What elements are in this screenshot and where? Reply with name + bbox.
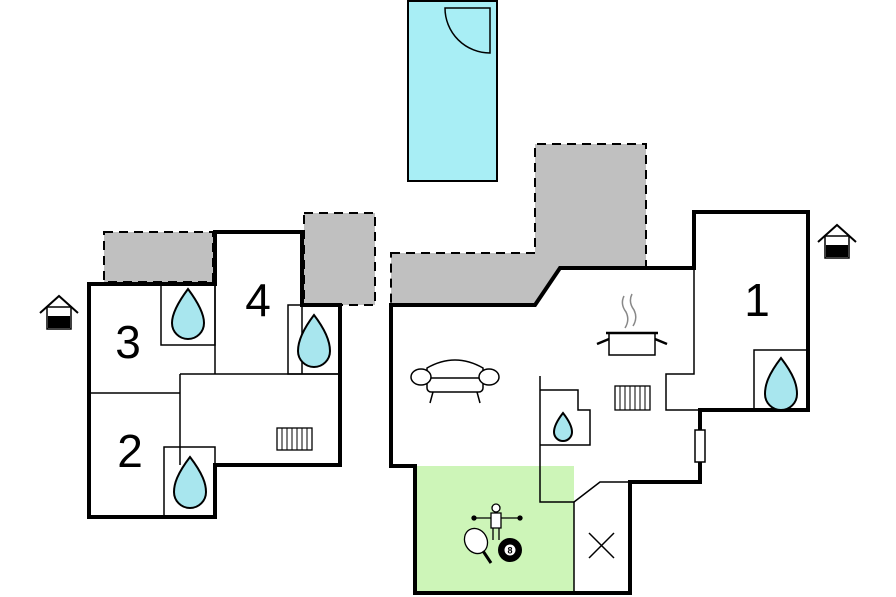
entrance-icon	[817, 223, 857, 259]
radiator-icon	[276, 427, 313, 451]
bathroom-icon	[552, 411, 574, 442]
right-building	[389, 210, 810, 595]
billiard-icon: 8	[498, 538, 522, 562]
bathroom-icon	[763, 356, 799, 411]
bathroom-icon	[170, 287, 206, 340]
bathroom-icon	[172, 455, 208, 509]
room-number-4: 4	[245, 274, 271, 326]
bathroom-icon	[296, 313, 332, 368]
sofa-icon	[410, 359, 500, 404]
terrace-left-right	[303, 212, 376, 306]
radiator-icon	[614, 385, 651, 411]
door-marker	[694, 429, 706, 463]
billiard-ball-number: 8	[507, 546, 512, 556]
entrance-icon	[39, 294, 79, 330]
games-room-floor	[415, 466, 574, 593]
terrace-top-left	[103, 231, 214, 283]
room-number-1: 1	[744, 274, 770, 326]
left-building	[87, 230, 342, 519]
pool-icon	[407, 0, 498, 182]
foosball-icon	[471, 503, 523, 540]
storage-x-icon	[588, 532, 615, 559]
room-number-3: 3	[115, 316, 141, 368]
table-tennis-icon	[463, 527, 493, 564]
kitchen-icon	[596, 293, 668, 356]
room-number-2: 2	[117, 425, 143, 477]
